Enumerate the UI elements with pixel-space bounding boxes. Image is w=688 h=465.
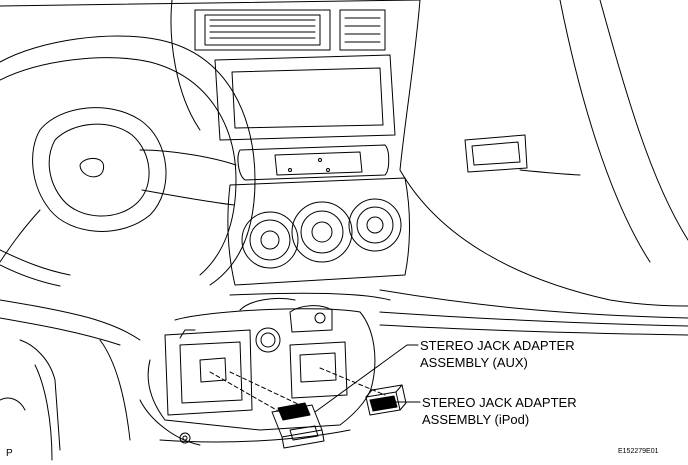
ipod-jack-adapter (366, 385, 406, 415)
dashboard-outline (0, 0, 688, 335)
callout-aux-line1: STEREO JACK ADAPTER (420, 338, 575, 353)
lower-console (140, 298, 375, 445)
callout-ipod-adapter: STEREO JACK ADAPTER ASSEMBLY (iPod) (422, 394, 577, 428)
aux-jack-adapter (272, 403, 324, 448)
callout-aux-line2: ASSEMBLY (AUX) (420, 355, 528, 370)
callout-ipod-line2: ASSEMBLY (iPod) (422, 412, 530, 427)
glove-box (465, 135, 580, 175)
corner-mark: P (6, 448, 13, 459)
leader-lines (315, 345, 420, 412)
installation-guides (210, 368, 385, 412)
lower-left-panel (0, 300, 140, 460)
callout-ipod-line1: STEREO JACK ADAPTER (422, 395, 577, 410)
center-stack (195, 10, 410, 285)
figure-code: E152279E01 (618, 448, 659, 455)
callout-aux-adapter: STEREO JACK ADAPTER ASSEMBLY (AUX) (420, 337, 575, 371)
steering-wheel (0, 36, 255, 286)
